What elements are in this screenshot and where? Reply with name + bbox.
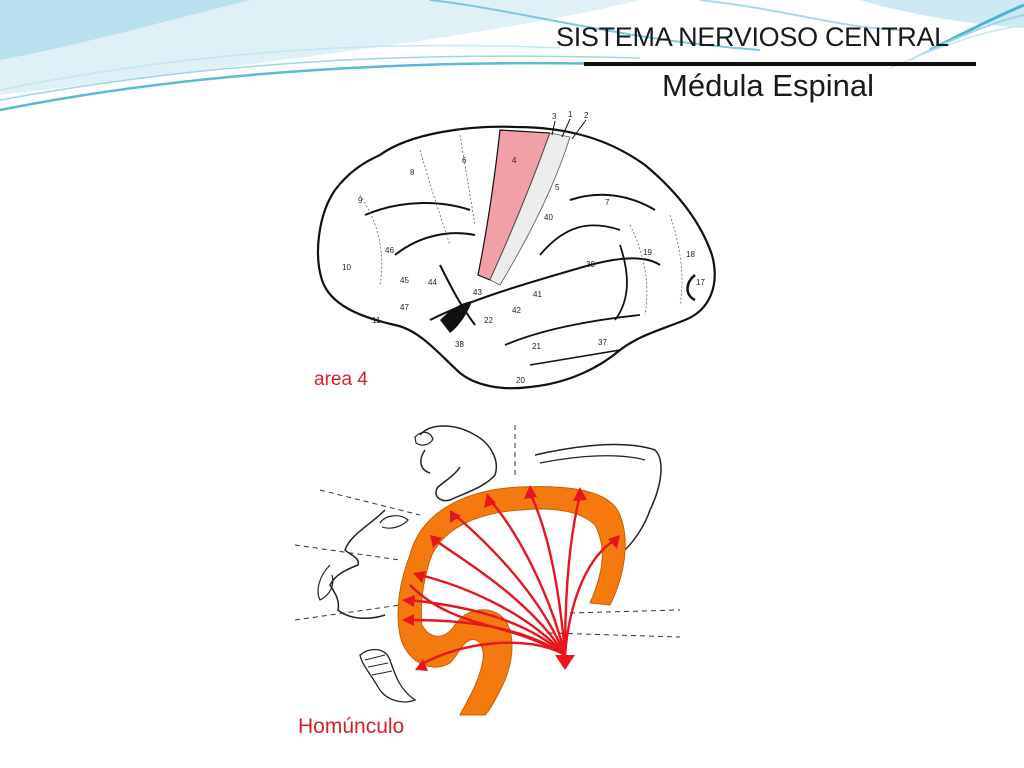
area-number: 7: [605, 198, 610, 207]
area-number: 4: [512, 156, 517, 165]
insula-mark: [440, 301, 472, 333]
area-number: 22: [484, 316, 493, 325]
area-number: 17: [696, 278, 705, 287]
top-label: 1: [568, 110, 573, 119]
area-number: 20: [516, 376, 525, 385]
leg-sketch: [534, 443, 662, 551]
slide-title: SISTEMA NERVIOSO CENTRAL: [556, 22, 949, 52]
area-number: 6: [462, 156, 467, 165]
title-underline: [584, 62, 976, 66]
homunculus-caption: Homúnculo: [298, 715, 404, 738]
postcentral-strip: [489, 132, 571, 286]
area-number: 39: [586, 260, 595, 269]
area-number: 5: [555, 183, 560, 192]
area-number: 47: [400, 303, 409, 312]
area-number: 8: [410, 168, 415, 177]
area-number: 44: [428, 278, 437, 287]
homunculus-diagram: Homúnculo: [294, 425, 681, 738]
area-number: 9: [358, 196, 363, 205]
area-number: 37: [598, 338, 607, 347]
area-number: 45: [400, 276, 409, 285]
area-number: 19: [643, 248, 652, 257]
throat-sketch: [359, 648, 417, 703]
projection-arrows: [409, 492, 616, 667]
top-label: 3: [552, 112, 557, 121]
hand-sketch: [419, 425, 497, 502]
area-number: 10: [342, 263, 351, 272]
top-label: 2: [584, 111, 589, 120]
area-number: 41: [533, 290, 542, 299]
arrow-heads: [402, 485, 620, 671]
area-number: 43: [473, 288, 482, 297]
area-number: 38: [455, 340, 464, 349]
slide-subtitle: Médula Espinal: [662, 68, 874, 103]
brain-caption: area 4: [314, 369, 368, 390]
header-wave-decoration: [0, 0, 1024, 112]
area-number: 21: [532, 342, 541, 351]
area-number: 40: [544, 213, 553, 222]
area-number: 18: [686, 250, 695, 259]
cortex-band: [397, 486, 626, 716]
area-number: 11: [372, 316, 381, 325]
face-sketch: [329, 509, 386, 620]
area-number: 42: [512, 306, 521, 315]
area-number: 46: [385, 246, 394, 255]
brodmann-brain-diagram: 3 1 2 4 6 8 9 5 7 46 10 45 44 43 47 11 4…: [314, 110, 716, 390]
